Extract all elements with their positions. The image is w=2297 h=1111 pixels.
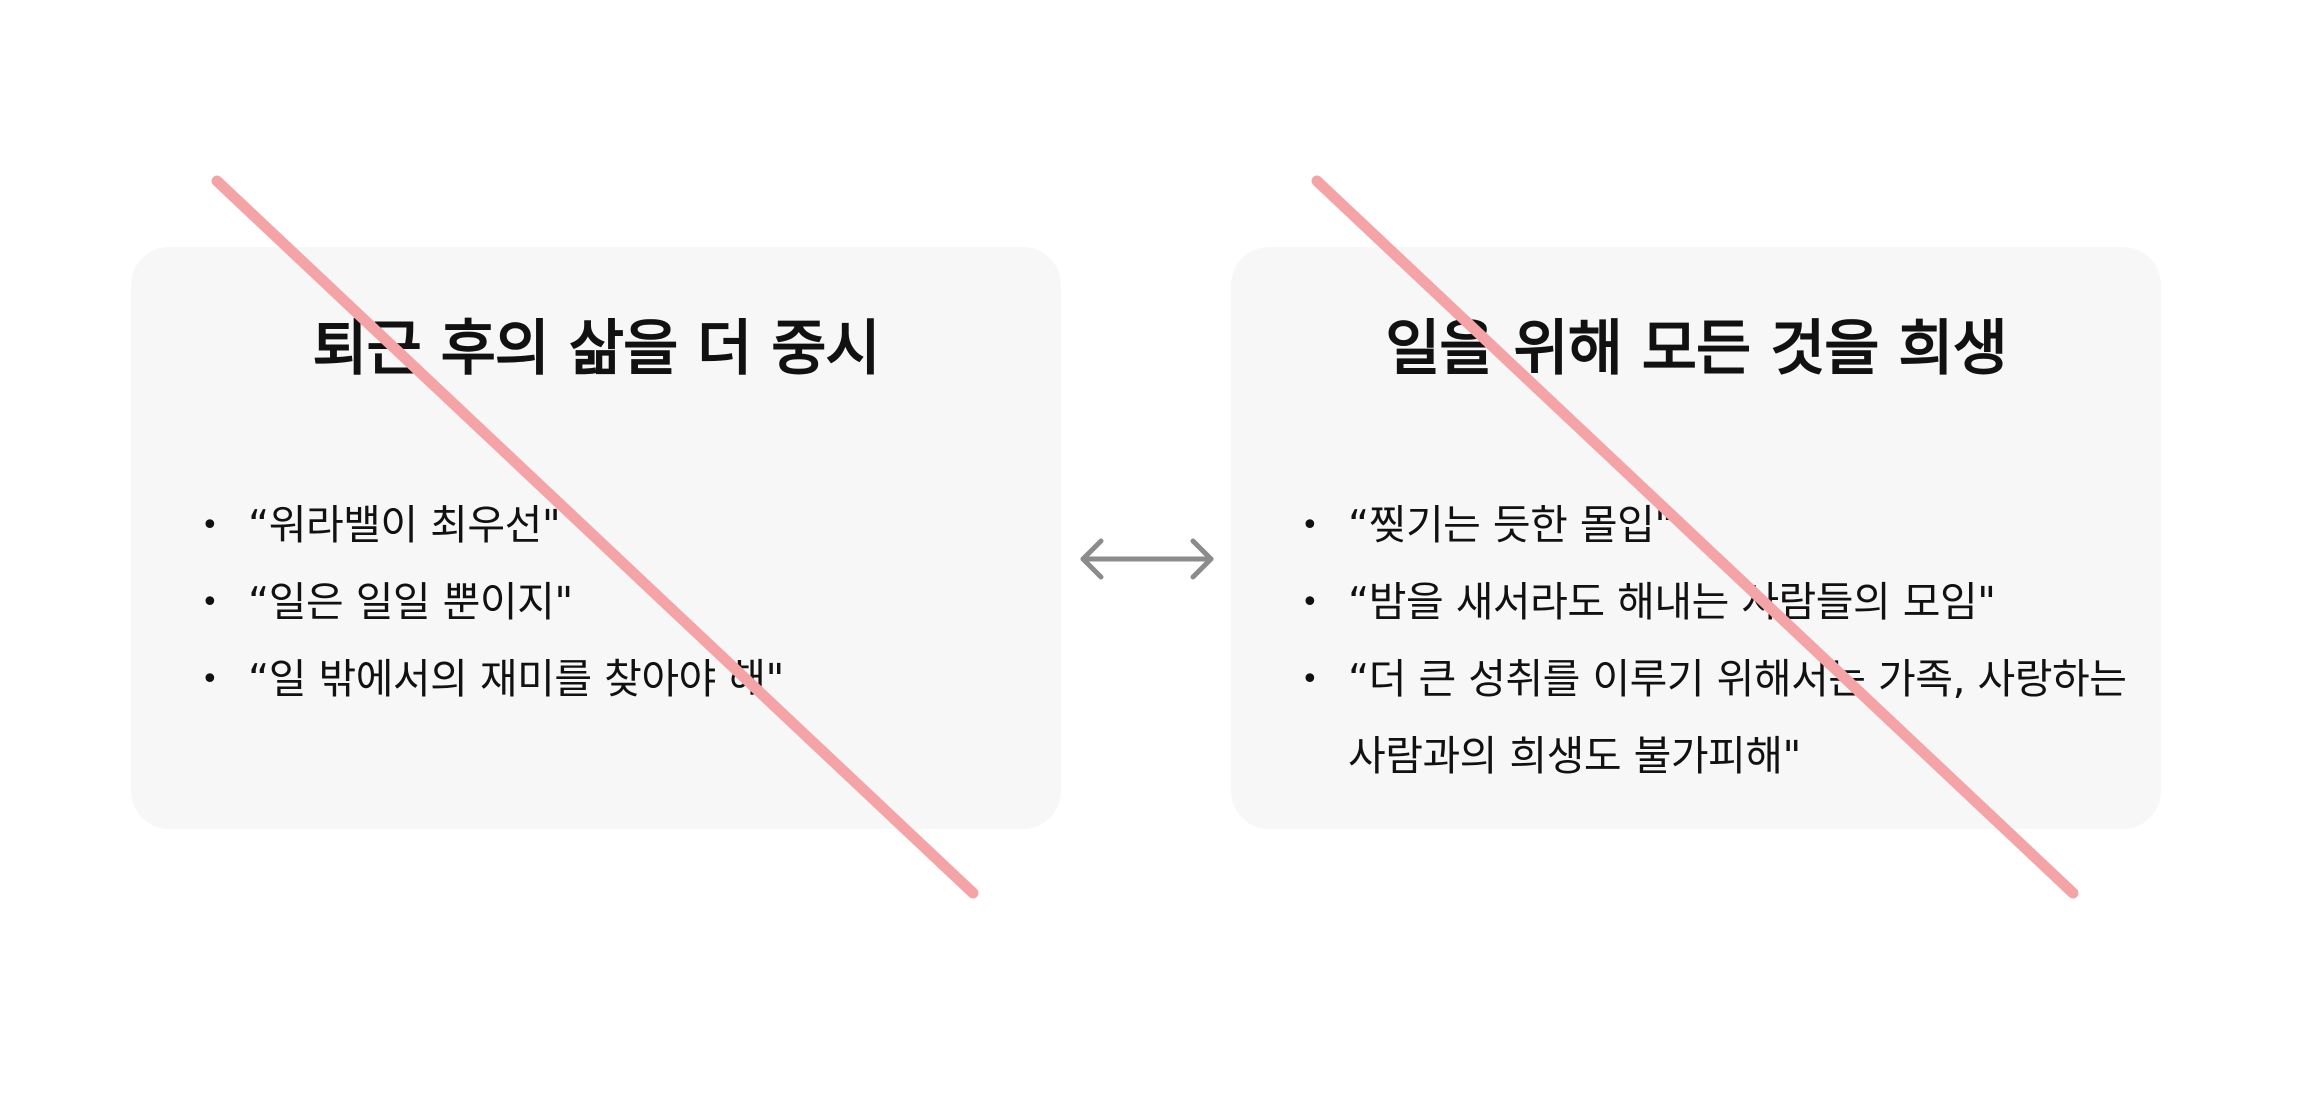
list-item: • “찢기는 듯한 몰입" bbox=[1301, 487, 2131, 564]
list-item-text: “찢기는 듯한 몰입" bbox=[1348, 501, 1673, 549]
bullet-icon: • bbox=[1301, 508, 1319, 543]
list-item: • “밤을 새서라도 해내는 사람들의 모임" bbox=[1301, 564, 2131, 641]
left-card-list: • “워라밸이 최우선" • “일은 일일 뿐이지" • “일 밖에서의 재미를 찾아… bbox=[201, 487, 1031, 718]
left-card: 퇴근 후의 삶을 더 중시 • “워라밸이 최우선" • “일은 일일 뿐이지" •… bbox=[131, 247, 1061, 829]
list-item-text: “일은 일일 뿐이지" bbox=[248, 578, 573, 626]
bullet-icon: • bbox=[201, 508, 219, 543]
list-item: • “일 밖에서의 재미를 찾아야 해" bbox=[201, 641, 1031, 718]
right-card: 일을 위해 모든 것을 희생 • “찢기는 듯한 몰입" • “밤을 새서라도 해내… bbox=[1231, 247, 2161, 829]
right-card-title: 일을 위해 모든 것을 희생 bbox=[1385, 314, 2008, 384]
list-item-text: “밤을 새서라도 해내는 사람들의 모임" bbox=[1348, 578, 1996, 626]
bullet-icon: • bbox=[201, 662, 219, 697]
bullet-icon: • bbox=[1301, 585, 1319, 620]
left-card-title: 퇴근 후의 삶을 더 중시 bbox=[312, 314, 880, 384]
double-arrow-icon bbox=[1080, 538, 1214, 580]
bullet-icon: • bbox=[201, 585, 219, 620]
list-item: • “더 큰 성취를 이루기 위해서는 가족, 사랑하는 사람과의 희생도 불가피… bbox=[1301, 641, 2131, 795]
list-item: • “워라밸이 최우선" bbox=[201, 487, 1031, 564]
bullet-icon: • bbox=[1301, 662, 1319, 697]
list-item-text: “워라밸이 최우선" bbox=[248, 501, 561, 549]
right-card-list: • “찢기는 듯한 몰입" • “밤을 새서라도 해내는 사람들의 모임" • “더 … bbox=[1301, 487, 2131, 795]
list-item-text: “일 밖에서의 재미를 찾아야 해" bbox=[248, 655, 784, 703]
list-item-text: “더 큰 성취를 이루기 위해서는 가족, 사랑하는 사람과의 희생도 불가피해… bbox=[1348, 655, 2127, 780]
list-item: • “일은 일일 뿐이지" bbox=[201, 564, 1031, 641]
